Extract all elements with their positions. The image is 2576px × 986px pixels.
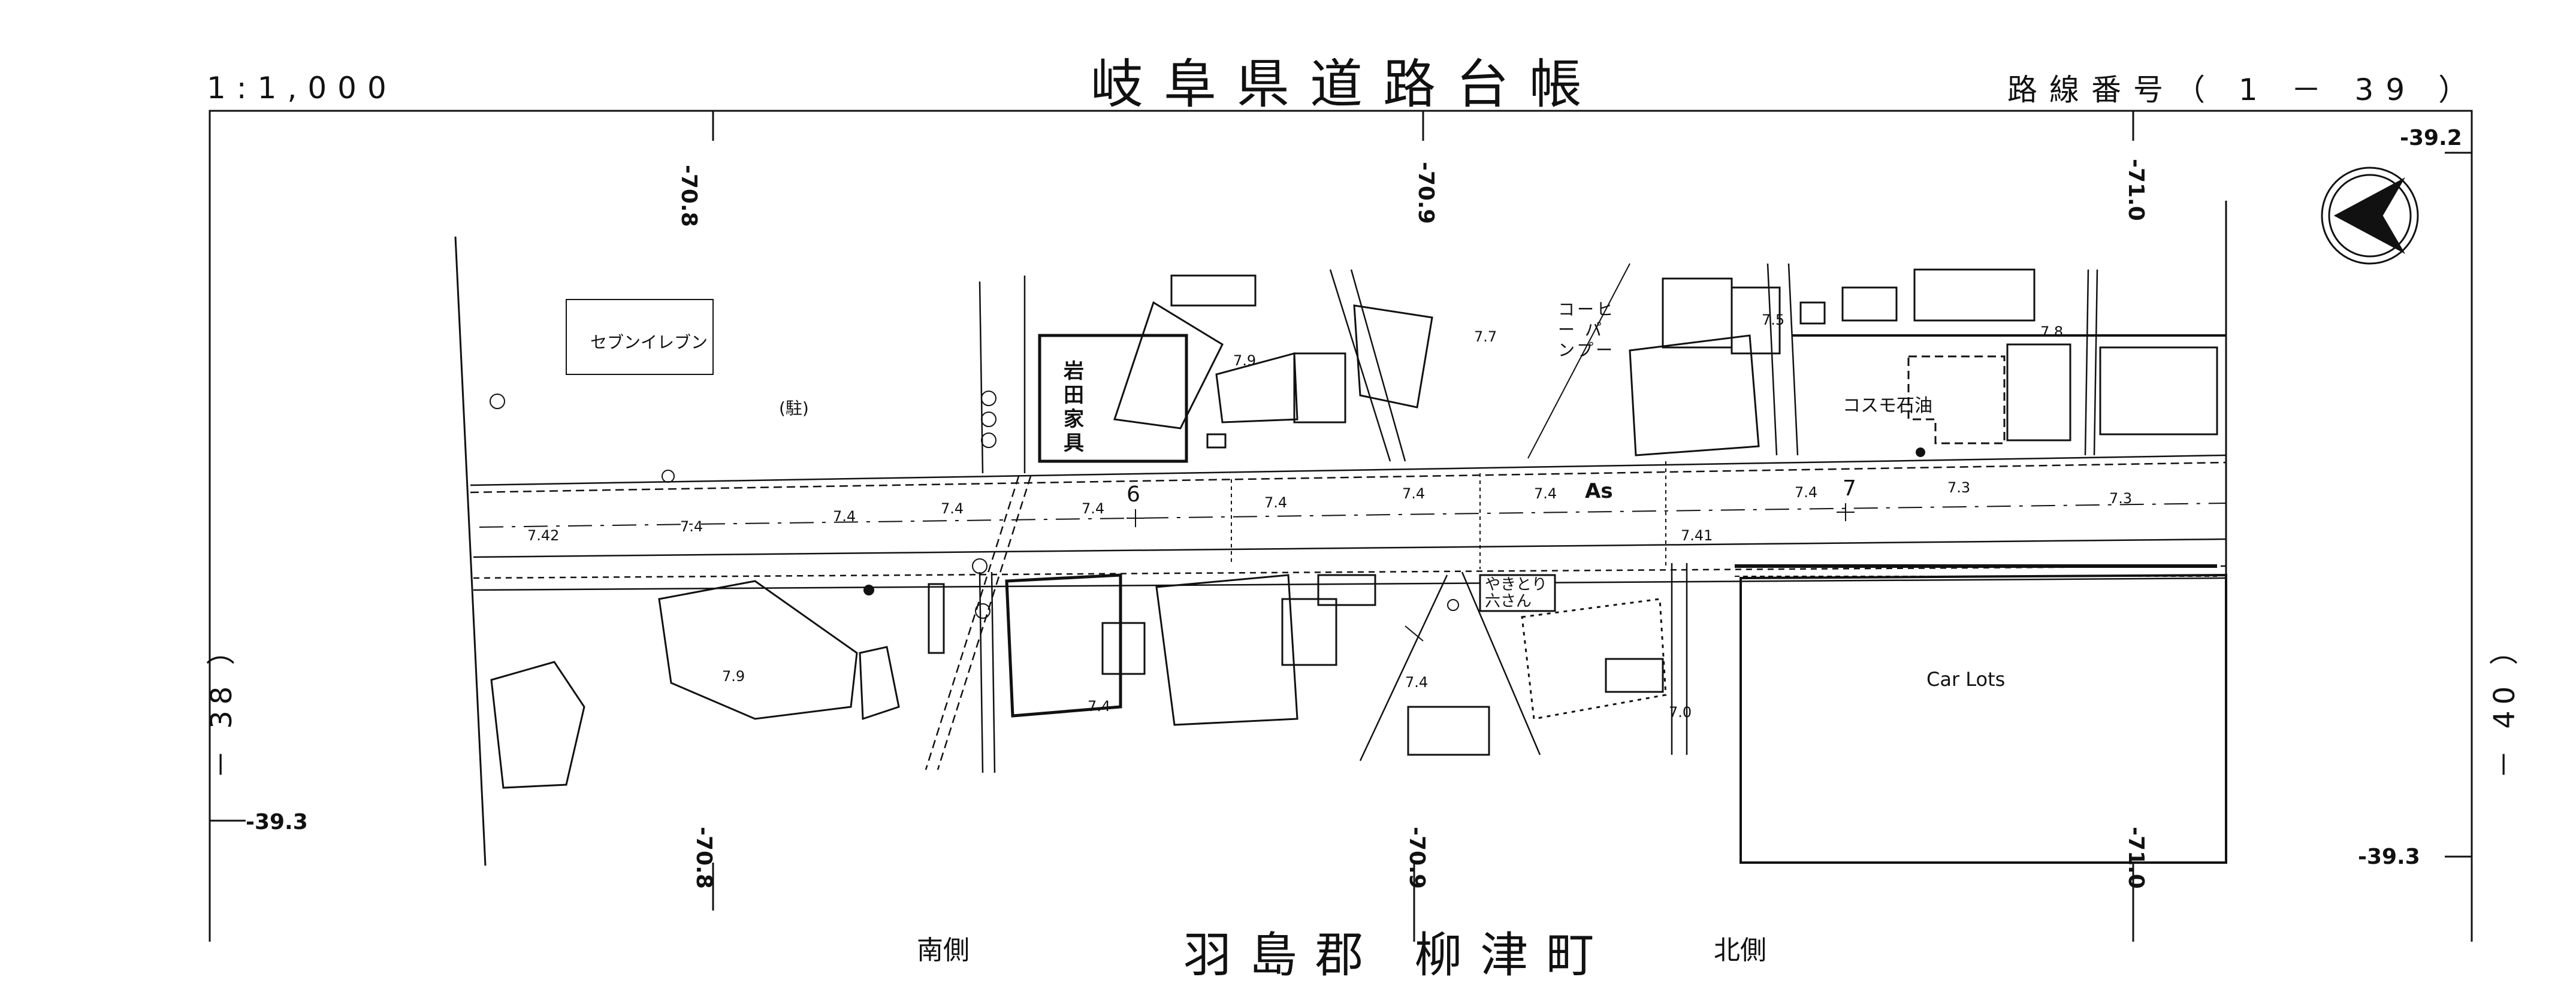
elevation-label: 7.4 bbox=[680, 518, 703, 535]
car-lots-label: Car Lots bbox=[1926, 668, 2006, 691]
pavement-label: As bbox=[1585, 479, 1613, 503]
yakitori-sign bbox=[1479, 574, 1556, 612]
parking-label: (駐) bbox=[779, 398, 809, 418]
station-number: 6 bbox=[1127, 482, 1140, 507]
building bbox=[1293, 352, 1346, 424]
route-number-label: 路線番号（ 1 － 39 ） bbox=[2007, 66, 2480, 109]
elevation-label: 7.4 bbox=[941, 500, 964, 517]
yakitori-label: やきとり 六さん bbox=[1485, 576, 1548, 610]
elevation-label: 7.7 bbox=[1474, 328, 1497, 345]
building bbox=[1215, 352, 1298, 424]
elevation-label: 7.0 bbox=[1669, 704, 1692, 721]
cosmo-oil-label: コスモ石油 bbox=[1843, 395, 1932, 416]
coffee-pumper-label: コーヒー パンプー bbox=[1558, 300, 1616, 360]
elevation-label: 7.42 bbox=[527, 527, 560, 544]
route-dash: － bbox=[2291, 72, 2333, 107]
route-prefix: 路線番号（ bbox=[2007, 72, 2217, 107]
grid-label-left-mid: -39.3 bbox=[246, 810, 308, 834]
elevation-label: 7.9 bbox=[722, 668, 745, 685]
iwata-kagu-building bbox=[1038, 334, 1188, 463]
building bbox=[859, 646, 900, 721]
grid-label-bottom-3: -71.0 bbox=[2124, 827, 2148, 889]
building bbox=[1170, 274, 1257, 307]
south-buildings bbox=[490, 573, 2227, 864]
map-frame bbox=[209, 110, 2473, 942]
grid-label-bottom-1: -70.8 bbox=[691, 827, 716, 889]
north-arrow-icon bbox=[2321, 167, 2419, 265]
elevation-label: 7.3 bbox=[2109, 490, 2133, 507]
building bbox=[490, 661, 585, 789]
building bbox=[1353, 304, 1433, 409]
building bbox=[1005, 573, 1122, 718]
building bbox=[658, 580, 858, 720]
elevation-label: 7.4 bbox=[1405, 674, 1429, 691]
elevation-label: 7.4 bbox=[1088, 698, 1111, 715]
seven-eleven-sign bbox=[566, 299, 714, 375]
grid-label-top-3: -71.0 bbox=[2124, 159, 2148, 221]
building bbox=[1731, 286, 1781, 355]
road-ledger-map bbox=[209, 110, 2473, 942]
route-number: 1 bbox=[2238, 72, 2270, 107]
iwata-kagu-label: 岩田家具 bbox=[1064, 359, 1084, 455]
north-side-label: 北側 bbox=[1714, 935, 1766, 966]
building bbox=[1799, 301, 1826, 325]
building bbox=[928, 583, 945, 654]
station-marks bbox=[1127, 461, 1855, 569]
elevation-label: 7.4 bbox=[1082, 500, 1105, 517]
building bbox=[1155, 574, 1298, 726]
elevation-label: 7.8 bbox=[2040, 323, 2064, 340]
building bbox=[2099, 346, 2218, 435]
north-buildings bbox=[1038, 268, 2218, 463]
seven-eleven-label: セブンイレブン bbox=[590, 332, 708, 352]
grid-label-right-top: -39.2 bbox=[2400, 126, 2462, 150]
building bbox=[1317, 574, 1376, 606]
building bbox=[1913, 268, 2036, 322]
building bbox=[1662, 277, 1733, 349]
building bbox=[1407, 706, 1490, 756]
sheet-right-number: － 40 ） bbox=[2488, 630, 2521, 779]
elevation-label: 7.4 bbox=[833, 508, 856, 525]
car-lots-area bbox=[1740, 573, 2227, 864]
map-title: 岐阜県道路台帳 bbox=[1091, 53, 1603, 115]
elevation-label: 7.4 bbox=[1264, 494, 1288, 511]
grid-label-top-2: -70.9 bbox=[1414, 162, 1438, 224]
building bbox=[1629, 334, 1760, 456]
sheet-left-number: － 38 ） bbox=[205, 630, 238, 779]
building bbox=[1206, 433, 1227, 449]
cross-streets bbox=[925, 263, 2098, 773]
cosmo-canopy bbox=[1907, 355, 2006, 444]
elevation-label: 7.9 bbox=[1233, 352, 1257, 369]
utility-marks bbox=[490, 391, 1925, 619]
elevation-label: 7.4 bbox=[1534, 485, 1557, 502]
map-left-edge bbox=[454, 236, 487, 866]
route-suffix: ） bbox=[2438, 72, 2481, 107]
building bbox=[1281, 598, 1337, 666]
elevation-label: 7.4 bbox=[1795, 484, 1818, 501]
route-sub: 39 bbox=[2354, 72, 2417, 107]
scale-label: 1:1,000 bbox=[207, 71, 397, 105]
elevation-label: 7.3 bbox=[1947, 479, 1971, 496]
leader-lines bbox=[1405, 263, 1630, 642]
station-number: 7 bbox=[1843, 476, 1856, 501]
grid-label-top-1: -70.8 bbox=[677, 165, 701, 227]
south-side-label: 南側 bbox=[917, 935, 970, 966]
building bbox=[1113, 301, 1224, 430]
building bbox=[1841, 286, 1898, 322]
elevation-label: 7.5 bbox=[1762, 311, 1785, 328]
grid-label-right-mid: -39.3 bbox=[2358, 845, 2420, 869]
municipality-label: 羽島郡 柳津町 bbox=[1183, 927, 1612, 983]
building bbox=[2006, 343, 2071, 441]
elevation-label: 7.41 bbox=[1681, 527, 1713, 544]
main-road bbox=[470, 454, 2227, 591]
grid-label-bottom-2: -70.9 bbox=[1405, 827, 1429, 889]
building bbox=[1101, 622, 1146, 675]
lot bbox=[1521, 598, 1667, 720]
building bbox=[1605, 658, 1664, 693]
elevation-label: 7.4 bbox=[1402, 485, 1426, 502]
